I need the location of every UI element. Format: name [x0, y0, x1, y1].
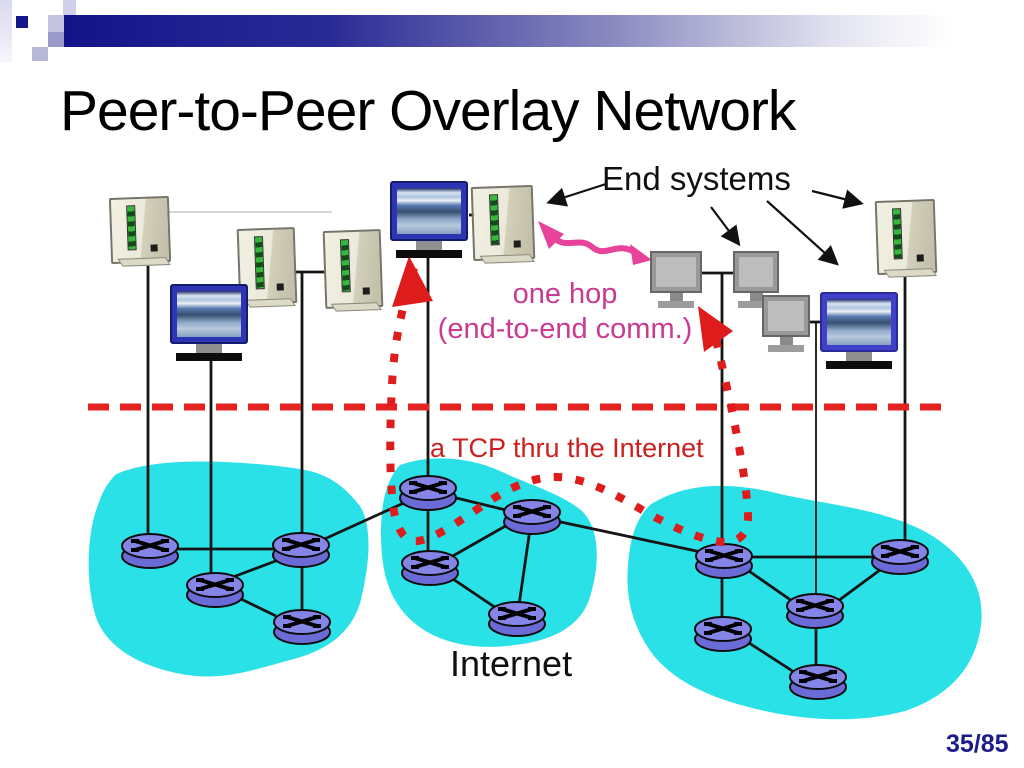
server-base: [245, 298, 297, 308]
monitor-base: [658, 301, 694, 308]
end-systems-arrows: [546, 182, 864, 266]
router-icon: [272, 608, 332, 646]
router-icon: [694, 542, 754, 580]
one-hop-line1: one hop: [512, 278, 618, 310]
monitor-screen: [827, 299, 891, 345]
server-base: [117, 257, 171, 267]
internet-label: Internet: [450, 643, 573, 684]
monitor-screen: [656, 257, 696, 287]
end-systems-label: End systems: [602, 160, 791, 197]
server-base: [883, 268, 937, 278]
router-icon: [120, 532, 180, 570]
server-led-strip-icon: [892, 208, 903, 260]
monitor-frame: [733, 251, 779, 293]
deco-light-square: [48, 15, 64, 32]
workstation-monitor: [170, 284, 248, 361]
router-icon: [185, 571, 245, 609]
deco-pale-square: [63, 0, 76, 15]
server-body: [322, 229, 384, 312]
one-hop-arrowhead-right-icon: [630, 244, 652, 265]
server-led-strip-icon: [339, 238, 351, 293]
deco-left-strip: [0, 0, 12, 62]
one-hop-arrowhead-left-icon: [538, 221, 564, 249]
monitor-stand: [779, 337, 793, 345]
server-button-icon: [916, 253, 924, 262]
monitor-frame: [390, 181, 468, 241]
desktop-monitor: [650, 251, 702, 308]
router-icon: [788, 663, 848, 701]
router-icon: [785, 592, 845, 630]
monitor-base: [826, 361, 892, 369]
workstation-monitor: [820, 292, 898, 369]
monitor-base: [396, 250, 462, 258]
server-button-icon: [276, 283, 285, 291]
router-icon: [400, 549, 460, 587]
deco-navy-square: [16, 16, 28, 28]
tcp-arrowhead-up-icon: [392, 256, 433, 307]
monitor-base: [738, 301, 774, 308]
network-cloud-left: [88, 461, 369, 677]
monitor-frame: [762, 295, 810, 337]
monitor-frame: [650, 251, 702, 293]
server-base: [331, 302, 383, 312]
deco-medium-square: [48, 32, 64, 47]
router-icon: [487, 600, 547, 638]
monitor-base: [176, 353, 242, 361]
router-icon: [693, 615, 753, 653]
router-icon: [398, 474, 458, 512]
monitor-stand: [669, 293, 683, 301]
monitor-stand: [416, 241, 442, 250]
monitor-screen: [177, 291, 241, 337]
deco-gradient-bar: [64, 15, 950, 47]
server-tower: [322, 229, 384, 312]
monitor-screen: [739, 257, 773, 287]
tcp-arrowhead-upleft-icon: [698, 306, 733, 352]
one-hop-line2: (end-to-end comm.): [437, 313, 693, 345]
router-icon: [271, 531, 331, 569]
monitor-base: [768, 345, 804, 352]
tcp-overlay-path: [386, 256, 753, 547]
monitor-stand: [846, 352, 872, 361]
tcp-path-label: a TCP thru the Internet: [430, 433, 704, 463]
server-body: [874, 198, 938, 278]
server-body: [108, 195, 172, 267]
desktop-monitor: [733, 251, 779, 308]
server-tower: [470, 184, 536, 264]
deco-small-square: [32, 47, 48, 61]
server-button-icon: [514, 239, 522, 248]
server-led-strip-icon: [488, 194, 500, 246]
server-led-strip-icon: [253, 236, 265, 290]
workstation-monitor: [390, 181, 468, 258]
slide-title: Peer-to-Peer Overlay Network: [60, 79, 796, 143]
router-icon: [502, 498, 562, 536]
monitor-screen: [397, 188, 461, 234]
server-tower: [108, 195, 172, 267]
page-number: 35/85: [946, 730, 1009, 758]
server-button-icon: [362, 287, 371, 295]
monitor-frame: [170, 284, 248, 344]
one-hop-label: one hop (end-to-end comm.): [436, 277, 694, 347]
monitor-stand: [749, 293, 763, 301]
monitor-screen: [768, 301, 804, 331]
one-hop-squiggle: [538, 221, 652, 265]
server-tower: [874, 198, 938, 278]
server-body: [470, 184, 536, 264]
server-button-icon: [150, 244, 158, 252]
server-led-strip-icon: [126, 204, 137, 251]
desktop-monitor: [762, 295, 810, 352]
monitor-stand: [196, 344, 222, 353]
router-icon: [870, 538, 930, 576]
monitor-frame: [820, 292, 898, 352]
